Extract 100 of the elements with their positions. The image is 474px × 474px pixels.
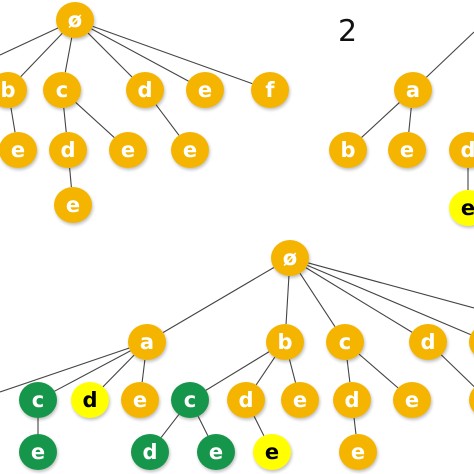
node-letter: e — [292, 390, 308, 410]
tree-node-circle — [393, 382, 431, 418]
tree-node-circle — [281, 382, 319, 418]
node-letter: e — [10, 140, 26, 160]
tree-node-circle — [266, 324, 304, 360]
panel-number: 2 — [338, 14, 358, 49]
node-letter: b — [340, 140, 356, 160]
tree-node-circle — [326, 324, 364, 360]
node-letter: ø — [68, 10, 82, 30]
connector-line — [10, 108, 16, 132]
node-letter: b — [0, 80, 16, 100]
connector-line — [142, 360, 146, 382]
tree-node-circle — [126, 72, 164, 108]
connector-line — [54, 350, 131, 392]
tree-node-circle — [253, 434, 291, 470]
node-letter: e — [182, 140, 198, 160]
tree-node-circle — [333, 382, 371, 418]
tree-node-circle — [409, 324, 447, 360]
node-letter: e — [132, 390, 148, 410]
tree-node-circle — [227, 382, 265, 418]
tree-node-circle — [49, 132, 87, 168]
connector-line — [37, 418, 39, 434]
tree-node-circle — [186, 72, 224, 108]
tree-node-circle — [171, 132, 209, 168]
node-letter: d — [420, 332, 436, 352]
tree-node-circle — [339, 434, 377, 470]
tree-node-circle — [0, 72, 27, 108]
connector-line — [198, 416, 208, 436]
node-letter: f — [265, 80, 275, 100]
tree-node-circle — [394, 72, 432, 108]
connector-line — [88, 32, 132, 78]
connector-line — [63, 108, 67, 132]
connector-line — [306, 267, 412, 333]
connector-line — [91, 28, 189, 82]
node-letter: d — [60, 140, 76, 160]
node-letter: e — [350, 442, 366, 462]
tree-node-circle — [54, 187, 92, 223]
connector-line — [286, 276, 290, 324]
node-letter: b — [277, 332, 293, 352]
connector-line — [160, 414, 180, 438]
connector-line — [69, 168, 72, 188]
connector-line — [288, 359, 296, 383]
connector-line — [467, 168, 469, 190]
node-letter: e — [208, 442, 224, 462]
node-letter: d — [82, 390, 98, 410]
connector-line — [92, 26, 252, 84]
connector-line — [426, 32, 474, 78]
tree-node-circle — [109, 132, 147, 168]
node-letter: e — [404, 390, 420, 410]
connector-line — [0, 27, 58, 56]
node-letter: d — [137, 80, 153, 100]
connector-line — [346, 360, 350, 382]
node-letter: c — [32, 390, 44, 410]
connector-line — [206, 351, 270, 391]
node-letter: ø — [282, 248, 298, 268]
node-letter: c — [56, 80, 68, 100]
tree-node-circle — [271, 240, 309, 276]
connector-line — [20, 32, 63, 78]
connector-line — [307, 264, 471, 336]
tree-node-circle — [131, 434, 169, 470]
connector-line — [354, 418, 356, 434]
connector-line — [254, 416, 264, 436]
connector-line — [0, 348, 130, 393]
tree-node-circle — [171, 382, 209, 418]
connector-line — [300, 273, 336, 327]
node-letter: e — [264, 442, 280, 462]
node-letter: e — [400, 140, 414, 160]
connector-line — [64, 38, 72, 72]
node-letter: e — [30, 442, 46, 462]
connector-line — [75, 102, 115, 138]
node-letter: a — [406, 80, 420, 100]
connector-line — [156, 104, 180, 136]
node-letter: e — [198, 80, 212, 100]
tree-node-circle — [56, 2, 94, 38]
node-letter: a — [140, 332, 154, 352]
tree-node-circle — [43, 72, 81, 108]
tree-node-circle — [19, 434, 57, 470]
node-letter: e — [460, 198, 474, 218]
connector-line — [358, 354, 398, 388]
tree-node-circle — [0, 132, 37, 168]
tree-node-circle — [121, 382, 159, 418]
tree-node-circle — [251, 72, 289, 108]
tree-node-circle — [71, 382, 109, 418]
tree-node-circle — [197, 434, 235, 470]
tree-node-circle — [19, 382, 57, 418]
connector-line — [361, 102, 400, 138]
tree-node-circle — [329, 132, 367, 168]
node-letter: c — [338, 332, 352, 352]
connector-line — [162, 267, 274, 333]
tree-node-circle — [128, 324, 166, 360]
node-letter: d — [344, 390, 360, 410]
tree-node-circle — [388, 132, 426, 168]
node-letter: e — [66, 194, 80, 216]
node-letter: c — [184, 390, 196, 410]
node-letter: d — [460, 140, 474, 160]
connector-line — [308, 262, 474, 309]
connector-line — [102, 354, 134, 388]
connector-line — [256, 356, 276, 386]
node-letter: e — [120, 140, 136, 160]
node-letter: d — [142, 442, 158, 462]
